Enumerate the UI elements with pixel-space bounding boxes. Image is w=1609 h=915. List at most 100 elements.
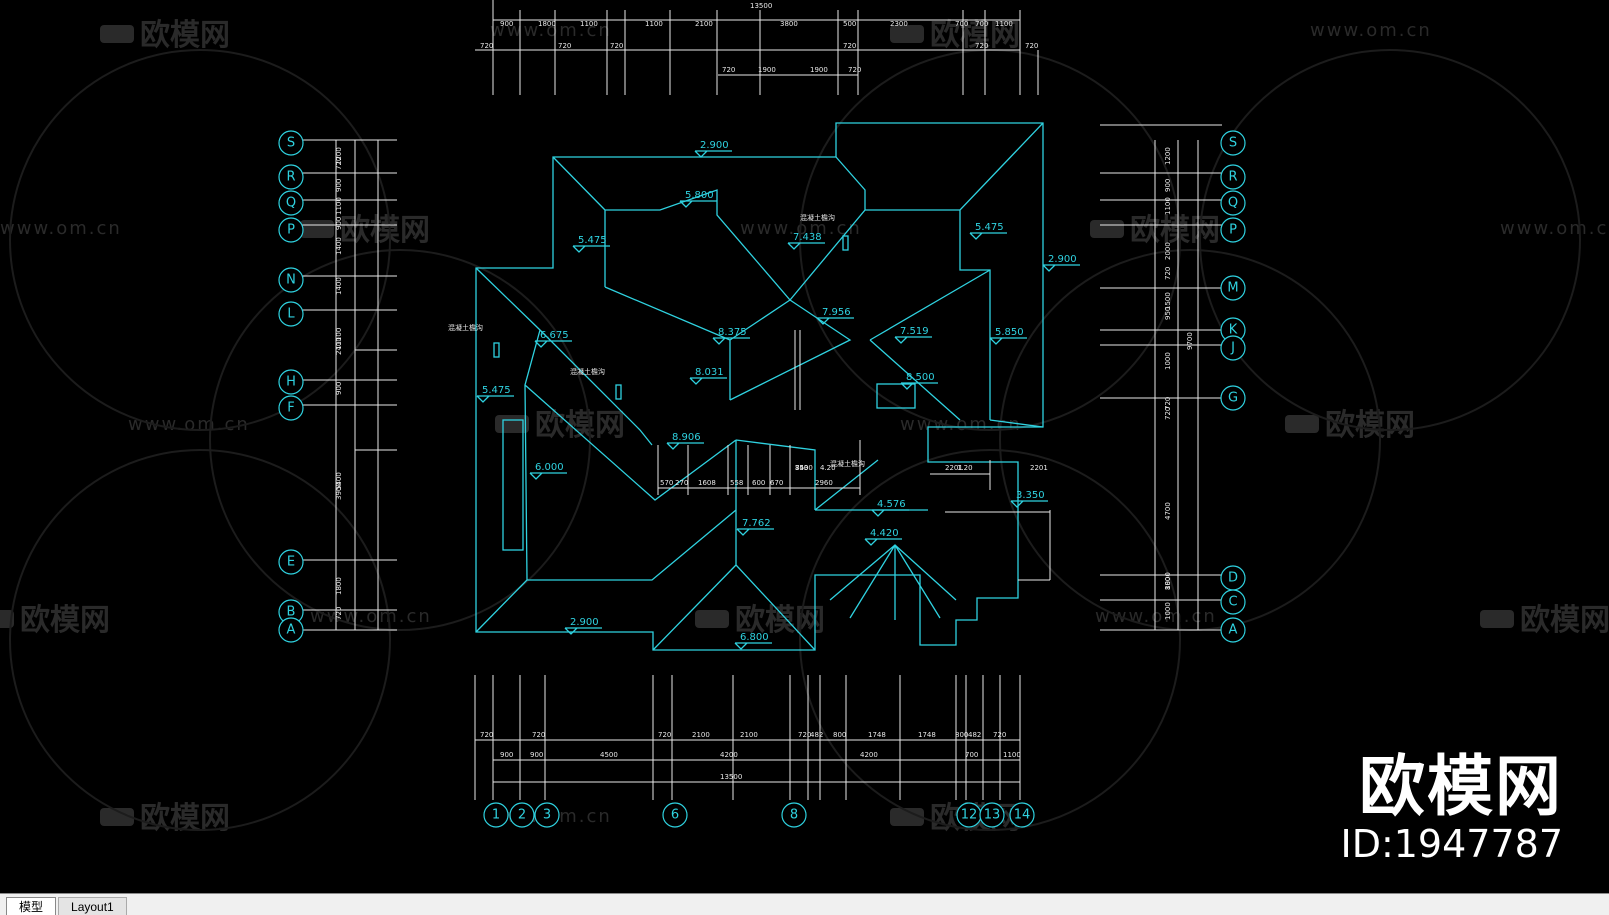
- svg-text:Q: Q: [286, 196, 296, 211]
- elevation-mark: 7.519: [894, 326, 932, 344]
- svg-text:6: 6: [671, 808, 679, 823]
- brand-id: ID:1947787: [1340, 822, 1563, 866]
- svg-text:2.900: 2.900: [570, 617, 599, 628]
- roof-plan: [475, 122, 1044, 651]
- grid-axis-left-P: P: [278, 217, 304, 243]
- svg-text:J: J: [1230, 341, 1235, 356]
- dim-right: 1000: [1164, 352, 1172, 370]
- dim-right: 900: [1164, 179, 1172, 192]
- elevation-mark: 7.438: [787, 232, 825, 250]
- grid-axis-left-Q: Q: [278, 190, 304, 216]
- drawing-canvas[interactable]: 欧模网欧模网欧模网欧模网欧模网欧模网欧模网欧模网欧模网欧模网欧模网www.om.…: [0, 0, 1609, 893]
- dim-right: 1200: [1164, 147, 1172, 165]
- dim-inner: 558: [730, 479, 743, 487]
- watermark-sofa-icon: [1480, 610, 1514, 628]
- grid-axis-left-S: S: [278, 130, 304, 156]
- dim-top: 1100: [580, 20, 598, 28]
- dim-inner: 670: [770, 479, 783, 487]
- grid-axis-bottom-12: 12: [956, 802, 982, 828]
- svg-text:M: M: [1227, 281, 1238, 296]
- svg-text:R: R: [1228, 170, 1237, 185]
- svg-text:4.420: 4.420: [870, 528, 899, 539]
- roof-outline: [475, 122, 1044, 651]
- dim-bottom-small: 800: [833, 731, 846, 739]
- watermark-sofa-icon: [100, 25, 134, 43]
- dim-left: 900: [335, 179, 343, 192]
- svg-text:R: R: [286, 170, 295, 185]
- watermark-url: www.om.cn: [0, 218, 122, 239]
- dim-inner-misc: 750: [795, 464, 808, 472]
- grid-axis-right-S: S: [1220, 130, 1246, 156]
- dim-right-total: 9700: [1186, 332, 1194, 350]
- watermark-text: 欧模网: [20, 603, 110, 638]
- grid-axis-bottom-14: 14: [1009, 802, 1035, 828]
- dim-top-inner: 1900: [758, 66, 776, 74]
- drawing-note: 混凝土檐沟: [830, 459, 865, 468]
- watermark-layer: 欧模网欧模网欧模网欧模网欧模网欧模网欧模网欧模网欧模网欧模网欧模网www.om.…: [0, 18, 1609, 836]
- watermark-sofa-icon: [495, 415, 529, 433]
- dim-left: 1400: [335, 277, 343, 295]
- dim-left: 2400: [335, 337, 343, 355]
- dim-top: 2100: [695, 20, 713, 28]
- dim-inner: 2960: [815, 479, 833, 487]
- dim-bottom: 900: [500, 751, 513, 759]
- elevation-mark: 8.906: [666, 432, 704, 450]
- svg-text:12: 12: [961, 808, 978, 823]
- dim-top-inner: 720: [848, 66, 861, 74]
- svg-text:2.900: 2.900: [1048, 254, 1077, 265]
- tab-model[interactable]: 模型: [6, 897, 57, 915]
- brand-watermark: 欧模网 ID:1947787: [1340, 748, 1563, 867]
- grid-axis-left-N: N: [278, 267, 304, 293]
- dim-top-sub: 720: [1025, 42, 1038, 50]
- dim-right: 1100: [1164, 197, 1172, 215]
- watermark-circle: [999, 249, 1381, 631]
- drawing-note: 混凝土檐沟: [570, 367, 605, 376]
- svg-text:6.800: 6.800: [740, 632, 769, 643]
- dim-left: 1800: [335, 577, 343, 595]
- brand-logo: 欧模网: [1359, 748, 1563, 825]
- svg-text:2: 2: [518, 808, 526, 823]
- grid-axis-bottom-8: 8: [781, 802, 807, 828]
- svg-text:7.438: 7.438: [793, 232, 822, 243]
- drawing-note: 混凝土檐沟: [448, 323, 483, 332]
- watermark-sofa-icon: [300, 220, 334, 238]
- grid-axis-bottom-2: 2: [509, 802, 535, 828]
- watermark-sofa-icon: [695, 610, 729, 628]
- dim-left: 1100: [335, 197, 343, 215]
- elevation-mark: 4.576: [871, 499, 909, 517]
- dim-bottom-small: 1748: [918, 731, 936, 739]
- svg-text:8.375: 8.375: [718, 327, 747, 338]
- svg-text:G: G: [1228, 391, 1238, 406]
- watermark-circle: [1199, 49, 1581, 431]
- svg-text:14: 14: [1014, 808, 1031, 823]
- svg-text:B: B: [287, 605, 296, 620]
- dim-top: 700: [955, 20, 968, 28]
- dim-inner-misc: 3430: [795, 464, 813, 472]
- dim-bottom-small: 720: [480, 731, 493, 739]
- roof-ridges: [475, 122, 1044, 651]
- svg-text:H: H: [286, 375, 296, 390]
- watermark-text: 欧模网: [1325, 408, 1415, 443]
- dim-right: 4700: [1164, 502, 1172, 520]
- svg-text:8.500: 8.500: [906, 372, 935, 383]
- grid-axis-left-A: A: [278, 617, 304, 643]
- watermark-url: www.om.cn: [1310, 20, 1432, 41]
- dim-right: 1000: [1164, 602, 1172, 620]
- dim-left: 720: [335, 157, 343, 170]
- watermark-text: 欧模网: [140, 18, 230, 53]
- svg-text:4.576: 4.576: [877, 499, 906, 510]
- tab-layout1[interactable]: Layout1: [58, 897, 127, 915]
- dim-inner-misc: 1.20: [957, 464, 973, 472]
- dim-inner: 270: [675, 479, 688, 487]
- dim-top: 1800: [538, 20, 556, 28]
- elevation-mark: 5.850: [989, 327, 1027, 345]
- grid-axis-left-L: L: [278, 301, 304, 327]
- dim-bottom-small: 720: [993, 731, 1006, 739]
- dim-right: 2000: [1164, 242, 1172, 260]
- svg-text:N: N: [286, 273, 296, 288]
- watermark-circle: [799, 449, 1181, 831]
- svg-text:5.475: 5.475: [578, 235, 607, 246]
- dim-top-total: 13500: [750, 2, 772, 10]
